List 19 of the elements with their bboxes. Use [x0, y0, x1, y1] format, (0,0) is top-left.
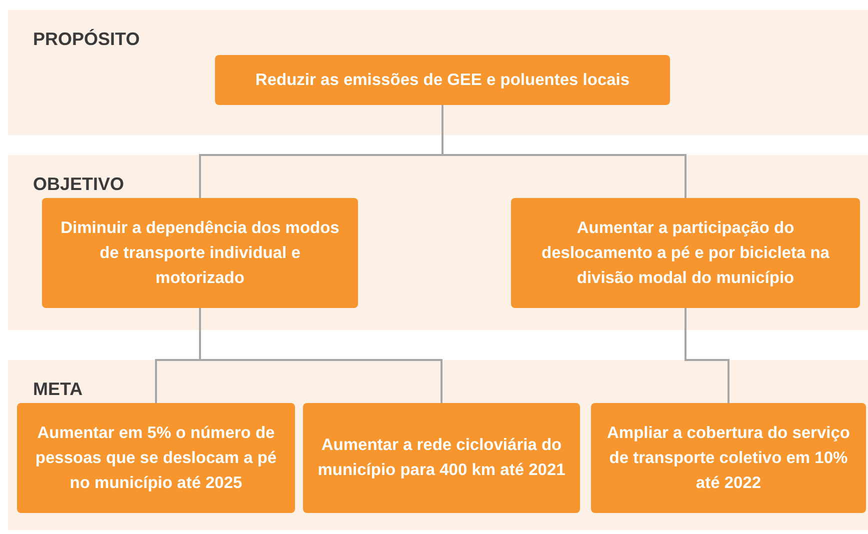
- goal-box: [511, 198, 860, 308]
- level-heading: OBJETIVO: [33, 173, 124, 196]
- level-band: [8, 360, 868, 530]
- goal-box: [591, 403, 866, 513]
- level-heading: META: [33, 378, 83, 401]
- goal-text: Aumentar em 5% o número de pessoas que se deslocam a pé no município até 2025: [34, 422, 278, 494]
- goal-text: Reduzir as emissões de GEE e poluentes locais: [255, 70, 630, 90]
- goal-box: [303, 403, 580, 513]
- level-band: [8, 10, 868, 135]
- goal-box: [42, 198, 358, 308]
- level-heading: PROPÓSITO: [33, 28, 140, 51]
- goal-text: Aumentar a participação do deslocamento a pé e por bicicleta na divisão modal do município: [540, 218, 830, 288]
- level-band: [8, 155, 868, 330]
- goal-text: Aumentar a rede cicloviária do município para 400 km até 2021: [316, 435, 566, 481]
- goal-text: Diminuir a dependência dos modos de transporte individual e motorizado: [60, 218, 340, 288]
- goal-box: [17, 403, 295, 513]
- goal-box: [215, 55, 670, 105]
- goal-text: Ampliar a cobertura do serviço de transporte coletivo em 10% até 2022: [606, 422, 851, 494]
- connector-line: [684, 308, 730, 403]
